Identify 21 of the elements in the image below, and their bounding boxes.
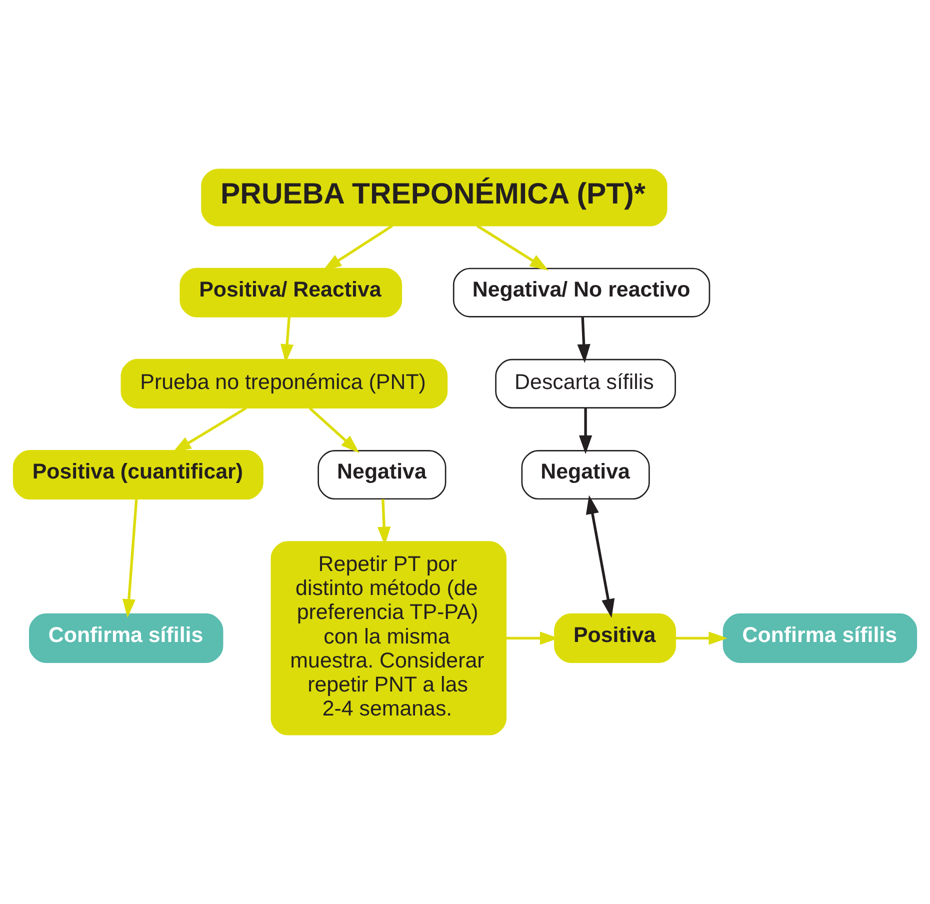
- arrow: [578, 408, 592, 454]
- node-box: Descarta sífilis: [495, 358, 676, 408]
- node-box: PRUEBA TREPONÉMICA (PT)*: [201, 168, 668, 226]
- arrow: [476, 224, 549, 271]
- node-box: Positiva (cuantificar): [12, 450, 264, 500]
- arrow: [172, 406, 247, 453]
- node-box: Confirma sífilis: [28, 613, 224, 663]
- arrow: [122, 499, 138, 618]
- node-box: Negativa/ No reactivo: [452, 268, 710, 318]
- node-box: Negativa: [521, 450, 650, 500]
- node-box: Confirma sífilis: [722, 613, 918, 663]
- arrow: [586, 495, 615, 618]
- node-box: Prueba no treponémica (PNT): [120, 358, 448, 408]
- arrow: [322, 224, 394, 271]
- arrow: [577, 317, 590, 364]
- arrow: [308, 407, 360, 454]
- node-box: Negativa: [318, 450, 446, 500]
- node-box: Repetir PT por distinto método (de preferencia TP-PA) con la misma muestra. Considerar repetir PNT a las 2-4 semanas.: [270, 541, 507, 736]
- node-box: Positiva/ Reactiva: [180, 268, 402, 318]
- node-box: Positiva: [554, 613, 676, 663]
- arrow: [675, 632, 728, 645]
